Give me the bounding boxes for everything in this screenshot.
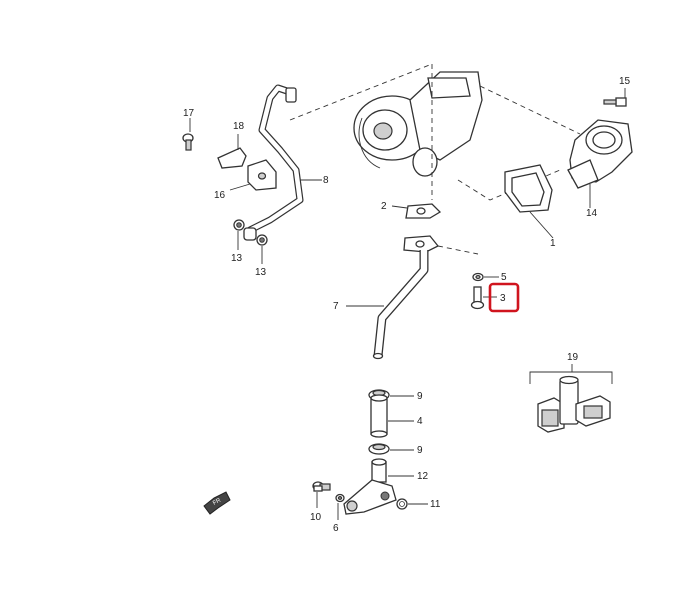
callout-1: 1 [550,238,556,249]
o-ring-11[interactable] [396,498,408,510]
washer-6[interactable] [335,493,345,503]
callout-3: 3 [500,293,506,304]
callout-5: 5 [501,272,507,283]
washer-13-left[interactable] [233,219,245,231]
bracket-16[interactable] [247,159,277,191]
callout-17: 17 [183,108,195,119]
washer-5[interactable] [472,272,484,282]
exhaust-gasket[interactable] [504,164,553,213]
bolt-3[interactable] [470,286,485,310]
callout-7: 7 [333,301,339,312]
callout-9-lower: 9 [417,445,423,456]
callout-14: 14 [586,208,598,219]
bolt-10[interactable] [312,481,331,492]
oil-drain-pipe[interactable] [372,235,440,360]
oil-return-connector[interactable] [343,458,397,515]
callout-2: 2 [381,201,387,212]
callout-13-right: 13 [255,267,267,278]
clip-18[interactable] [217,147,247,169]
callout-8: 8 [323,175,329,186]
callout-9-upper: 9 [417,391,423,402]
oil-drain-hose[interactable] [370,394,388,438]
front-direction-label: FR [212,497,222,506]
gasket-kit-19[interactable] [529,364,613,433]
bolt-15[interactable] [603,97,627,107]
callout-13-left: 13 [231,253,243,264]
callout-15: 15 [619,76,631,87]
washer-13-right[interactable] [256,234,268,246]
hose-clamp-lower[interactable] [368,443,390,455]
exhaust-elbow[interactable] [567,119,633,189]
oil-inlet-gasket[interactable] [405,203,442,219]
callout-18: 18 [233,121,245,132]
turbocharger[interactable] [353,71,483,177]
pipe-union[interactable] [243,227,257,241]
callout-16: 16 [214,190,226,201]
callout-4: 4 [417,416,423,427]
oil-feed-pipe[interactable] [246,84,304,234]
callout-19: 19 [567,352,579,363]
callout-10: 10 [310,512,322,523]
callout-6: 6 [333,523,339,534]
callout-11: 11 [430,499,441,510]
front-direction-marker: FR [203,491,231,515]
highlight-box [488,282,520,313]
bolt-17[interactable] [182,133,194,151]
callout-12: 12 [417,471,429,482]
